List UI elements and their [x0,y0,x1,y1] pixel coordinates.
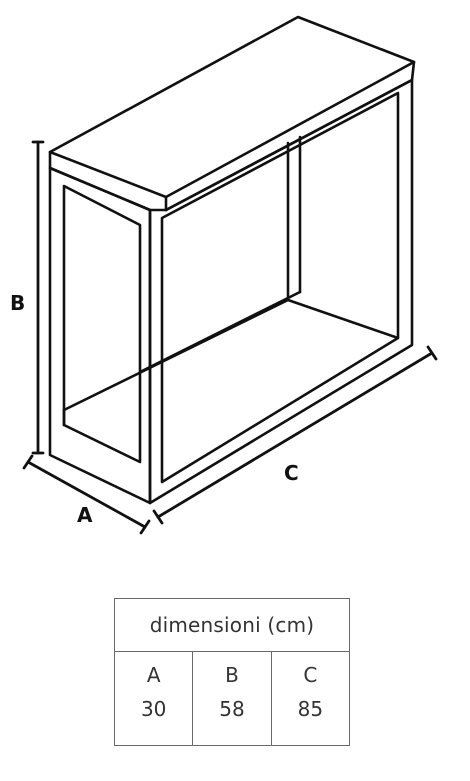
dimension-line-a [26,460,147,529]
console-table-diagram: B A C [10,15,438,535]
dimension-label-c: C [284,461,299,485]
dimension-line-c [156,351,434,519]
dimension-tick-c-left [152,509,164,525]
dimension-tick-c-right [426,345,438,361]
dimension-cell-c: C 85 [270,651,351,746]
dimension-tick-a-right [139,519,151,535]
dimension-letter: A [146,663,161,687]
dimension-label-a: A [77,503,93,527]
dimension-tick-a-left [22,454,34,470]
table-top-right-edge [164,60,416,212]
dimension-cell-a: A 30 [113,651,194,746]
dimension-label-b: B [10,291,25,315]
dimension-value: 58 [219,697,245,721]
dimensions-table-header: dimensioni (cm) [114,598,350,652]
dimension-letter: B [225,663,239,687]
dimension-cell-b: B 58 [192,651,272,746]
dimensions-table: dimensioni (cm) A 30 B 58 C 85 [113,598,351,746]
left-side-frame-inner [62,184,142,464]
dimension-value: 85 [297,697,324,721]
bottom-rail-back [62,298,400,412]
dimension-value: 30 [140,697,167,721]
bottom-rail-inner [138,290,302,374]
front-frame-outer [148,78,414,505]
dimension-letter: C [303,663,318,687]
